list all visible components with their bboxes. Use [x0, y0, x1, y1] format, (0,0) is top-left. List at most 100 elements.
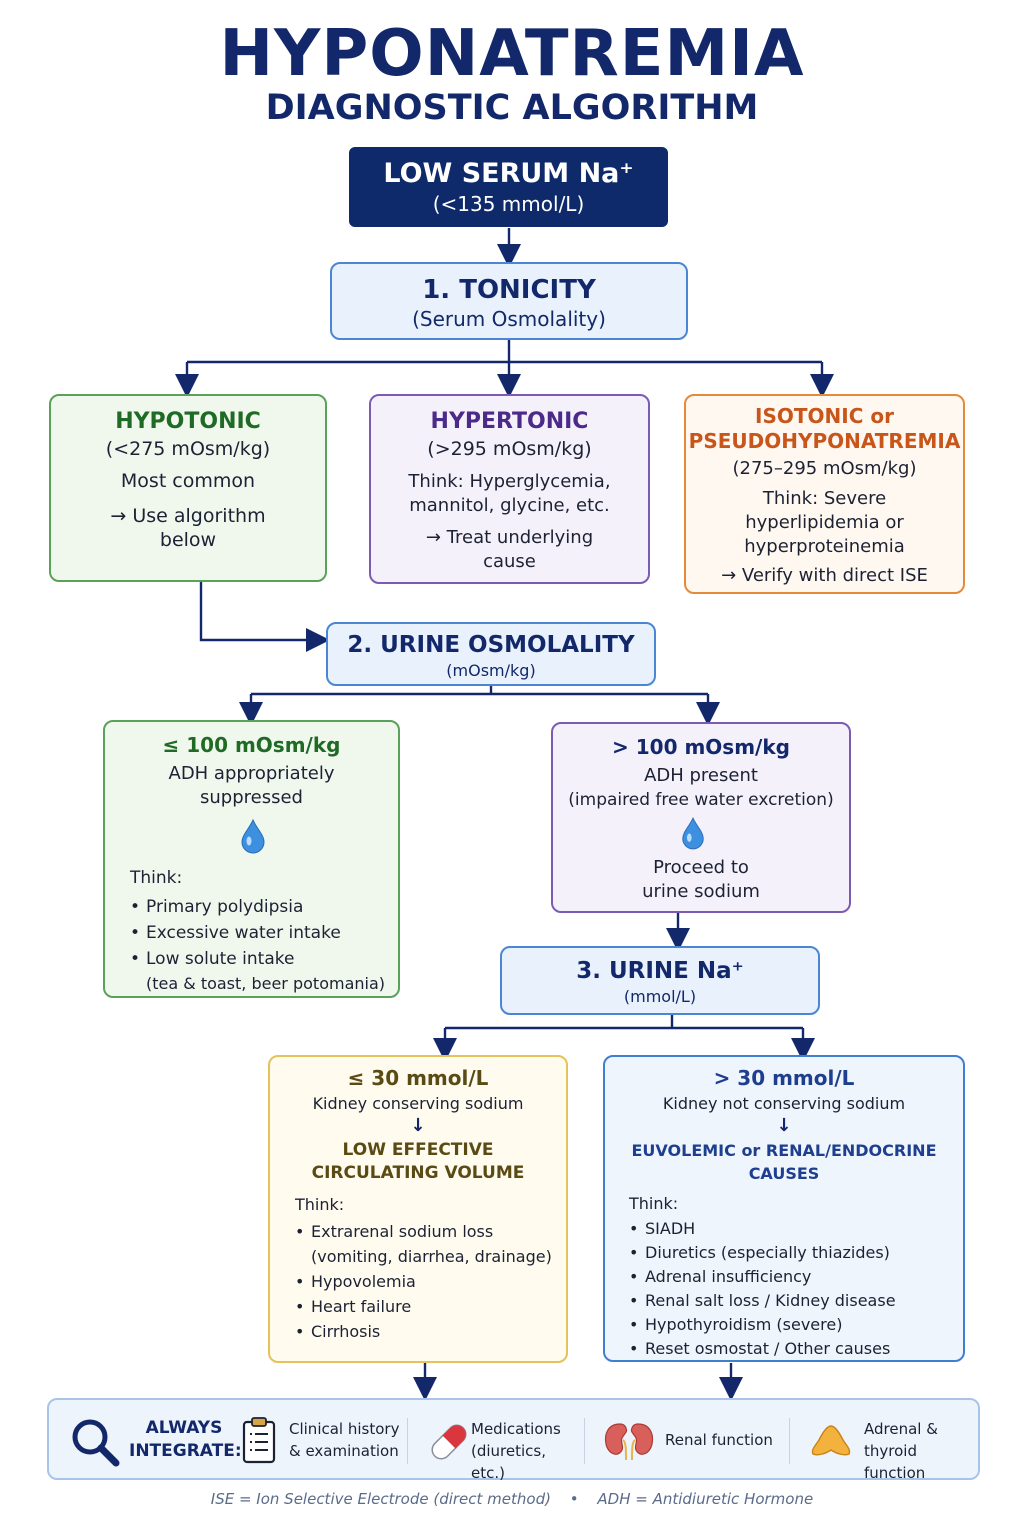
step2-urine-osmolality-box: 2. URINE OSMOLALITY (mOsm/kg): [326, 622, 656, 686]
low-urine-na-box: ≤ 30 mmol/L Kidney conserving sodium ↓ L…: [268, 1055, 568, 1363]
integrate-item-clinical: Clinical history & examination: [289, 1418, 404, 1462]
step2-subtitle: (mOsm/kg): [446, 661, 536, 680]
down-arrow-icon: ↓: [776, 1115, 792, 1136]
integrate-item-line: Clinical history: [289, 1420, 400, 1438]
list-item: Low solute intake: [130, 946, 398, 972]
low-una-desc: Kidney conserving sodium: [312, 1094, 524, 1113]
divider: [407, 1418, 408, 1464]
integrate-item-line: thyroid function: [864, 1442, 926, 1482]
high-una-title: > 30 mmol/L: [713, 1066, 855, 1090]
down-arrow-icon: ↓: [410, 1115, 426, 1136]
water-drop-icon: [553, 812, 849, 852]
list-item: Diuretics (especially thiazides): [629, 1241, 963, 1265]
list-item-detail: (vomiting, diarrhea, drainage): [311, 1247, 552, 1266]
integrate-item-line: Medications: [471, 1420, 561, 1438]
hypotonic-action-2: below: [159, 529, 217, 551]
step1-subtitle: (Serum Osmolality): [412, 307, 606, 331]
list-item: SIADH: [629, 1217, 963, 1241]
hypotonic-range: (<275 mOsm/kg): [105, 438, 271, 460]
hypertonic-action-2: cause: [483, 551, 536, 572]
hypertonic-think-1: Think: Hyperglycemia,: [408, 471, 611, 492]
low-una-head-1: LOW EFFECTIVE: [342, 1140, 494, 1160]
isotonic-action: → Verify with direct ISE: [721, 565, 928, 586]
hypertonic-box: HYPERTONIC (>295 mOsm/kg) Think: Hypergl…: [369, 394, 650, 584]
list-item: Hypovolemia: [295, 1269, 566, 1294]
page-title: HYPONATREMIA: [219, 17, 805, 91]
low-una-think: Think:: [295, 1195, 345, 1214]
low-una-title: ≤ 30 mmol/L: [347, 1066, 489, 1090]
list-item: Cirrhosis: [295, 1319, 566, 1344]
low-una-list: Extrarenal sodium loss(vomiting, diarrhe…: [295, 1219, 566, 1344]
isotonic-think-1: Think: Severe: [762, 488, 887, 509]
integrate-label-2: INTEGRATE:: [129, 1441, 242, 1461]
step3-urine-sodium-box: 3. URINE Na⁺ (mmol/L): [500, 946, 820, 1015]
hypertonic-think-2: mannitol, glycine, etc.: [409, 495, 610, 516]
footer-note: ISE = Ion Selective Electrode (direct me…: [0, 1490, 1024, 1508]
low-uosm-think: Think:: [130, 868, 183, 888]
isotonic-range: (275–295 mOsm/kg): [732, 458, 917, 479]
isotonic-title-2: PSEUDOHYPONATREMIA: [688, 429, 961, 453]
page-subtitle: DIAGNOSTIC ALGORITHM: [265, 88, 759, 128]
list-item: Reset osmostat / Other causes: [629, 1337, 963, 1361]
low-uosm-desc-2: suppressed: [200, 787, 303, 808]
high-urine-osm-box: > 100 mOsm/kg ADH present (impaired free…: [551, 722, 851, 913]
start-box: LOW SERUM Na⁺ (<135 mmol/L): [349, 147, 668, 227]
low-urine-osm-box: ≤ 100 mOsm/kg ADH appropriately suppress…: [103, 720, 400, 998]
integrate-item-renal: Renal function: [665, 1429, 785, 1451]
integrate-item-line: & examination: [289, 1442, 399, 1460]
divider: [584, 1418, 585, 1464]
isotonic-box: ISOTONIC or PSEUDOHYPONATREMIA (275–295 …: [684, 394, 965, 594]
low-una-head-2: CIRCULATING VOLUME: [311, 1163, 525, 1183]
integrate-label: ALWAYS INTEGRATE:: [129, 1417, 242, 1463]
isotonic-think-3: hyperproteinemia: [744, 536, 905, 557]
high-uosm-proceed-1: Proceed to: [653, 857, 749, 878]
list-item: Heart failure: [295, 1294, 566, 1319]
low-uosm-list: Primary polydipsia Excessive water intak…: [130, 894, 398, 972]
step3-title: 3. URINE Na⁺: [576, 958, 744, 984]
hypotonic-title: HYPOTONIC: [115, 409, 261, 434]
integrate-item-adrenal-thyroid: Adrenal & thyroid function: [864, 1418, 979, 1484]
step1-tonicity-box: 1. TONICITY (Serum Osmolality): [330, 262, 688, 340]
magnifier-icon: [72, 1419, 120, 1467]
clipboard-icon: [242, 1417, 276, 1464]
footer-ise: ISE = Ion Selective Electrode (direct me…: [210, 1490, 551, 1508]
thyroid-icon: [811, 1425, 851, 1456]
list-item: Renal salt loss / Kidney disease: [629, 1289, 963, 1313]
high-uosm-title: > 100 mOsm/kg: [612, 735, 790, 759]
high-una-think: Think:: [629, 1194, 679, 1213]
step1-title: 1. TONICITY: [422, 275, 596, 305]
hypertonic-action-1: → Treat underlying: [425, 527, 594, 548]
start-range: (<135 mmol/L): [432, 192, 585, 216]
low-uosm-title: ≤ 100 mOsm/kg: [162, 733, 341, 757]
isotonic-title-1: ISOTONIC or: [755, 404, 894, 428]
high-una-head-1: EUVOLEMIC or RENAL/ENDOCRINE: [631, 1141, 937, 1160]
isotonic-think-2: hyperlipidemia or: [745, 512, 904, 533]
high-una-head-2: CAUSES: [748, 1164, 820, 1183]
divider: [789, 1418, 790, 1464]
always-integrate-bar: ALWAYS INTEGRATE: Clinical history & exa…: [47, 1398, 980, 1482]
high-una-list: SIADH Diuretics (especially thiazides) A…: [629, 1217, 963, 1361]
list-item: Extrarenal sodium loss(vomiting, diarrhe…: [295, 1219, 566, 1269]
list-item: Adrenal insufficiency: [629, 1265, 963, 1289]
hypotonic-note: Most common: [120, 470, 256, 492]
integrate-item-line: Adrenal &: [864, 1420, 938, 1438]
hypotonic-box: HYPOTONIC (<275 mOsm/kg) Most common → U…: [49, 394, 327, 582]
integrate-label-1: ALWAYS: [145, 1418, 223, 1438]
high-uosm-desc-1: ADH present: [644, 765, 758, 786]
high-una-desc: Kidney not conserving sodium: [662, 1094, 906, 1113]
step3-subtitle: (mmol/L): [623, 987, 697, 1006]
water-drop-icon: [105, 814, 398, 858]
list-item: Excessive water intake: [130, 920, 398, 946]
high-uosm-desc-2: (impaired free water excretion): [568, 790, 834, 810]
integrate-item-line: (diuretics, etc.): [471, 1442, 546, 1482]
high-urine-na-box: > 30 mmol/L Kidney not conserving sodium…: [603, 1055, 965, 1362]
hypertonic-title: HYPERTONIC: [430, 409, 589, 434]
low-uosm-extra: (tea & toast, beer potomania): [146, 974, 385, 993]
hypotonic-action-1: → Use algorithm: [110, 505, 266, 527]
integrate-item-line: Renal function: [665, 1431, 773, 1449]
footer-adh: ADH = Antidiuretic Hormone: [597, 1490, 814, 1508]
kidney-icon: [604, 1423, 654, 1461]
footer-separator: •: [569, 1490, 579, 1508]
hypertonic-range: (>295 mOsm/kg): [427, 438, 592, 460]
